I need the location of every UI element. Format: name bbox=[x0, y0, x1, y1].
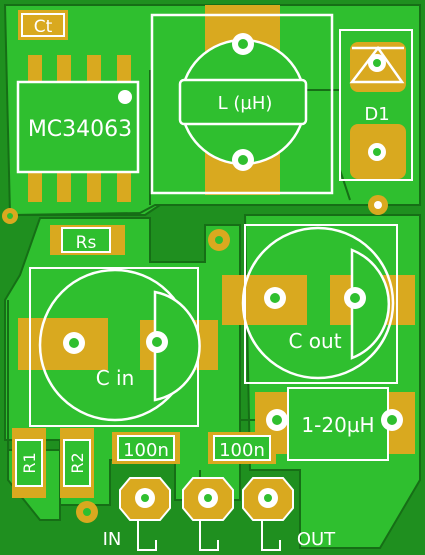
ct-label: Ct bbox=[34, 17, 53, 37]
cin-label: C in bbox=[96, 366, 135, 390]
ct-capacitor: Ct bbox=[18, 10, 68, 40]
resistor-r1: R1 bbox=[12, 428, 46, 498]
cout-label: C out bbox=[288, 329, 341, 353]
rs-label: Rs bbox=[76, 233, 97, 253]
inductor-main-label: L (µH) bbox=[218, 93, 273, 114]
resistor-r2: R2 bbox=[60, 428, 94, 498]
r1-label: R1 bbox=[20, 452, 39, 473]
connector-pads bbox=[119, 477, 294, 551]
capacitor-100n-1: 100n bbox=[112, 432, 180, 464]
cap2-label: 100n bbox=[219, 440, 265, 461]
ic-label: MC34063 bbox=[28, 117, 132, 142]
ic-mc34063: MC34063 bbox=[16, 55, 140, 202]
out-label: OUT bbox=[297, 529, 336, 550]
inductor-filter-label: 1-20µH bbox=[301, 413, 374, 437]
resistor-rs: Rs bbox=[50, 225, 125, 255]
capacitor-cin: C in bbox=[18, 267, 218, 427]
in-label: IN bbox=[103, 529, 122, 550]
diode-label: D1 bbox=[364, 104, 389, 125]
inductor-filter: 1-20µH bbox=[255, 387, 415, 461]
inductor-main: L (µH) bbox=[150, 5, 334, 195]
capacitor-cout: C out bbox=[222, 224, 415, 384]
diode-d1: D1 bbox=[339, 29, 413, 181]
capacitor-100n-2: 100n bbox=[208, 432, 276, 464]
r2-label: R2 bbox=[68, 452, 87, 473]
cap1-label: 100n bbox=[123, 440, 169, 461]
